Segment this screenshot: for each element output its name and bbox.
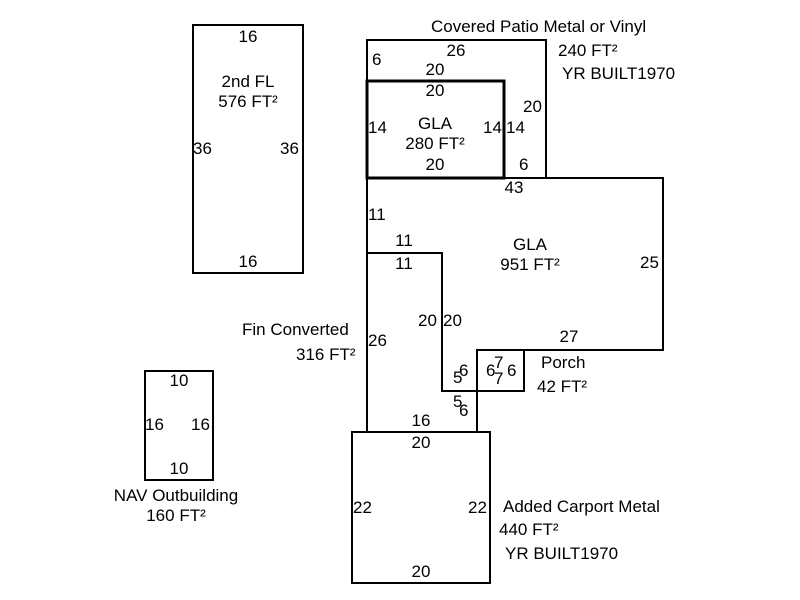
covered-patio-outline <box>366 39 547 178</box>
nav-outbuilding-outline <box>144 370 214 481</box>
gla-main-dim-bottom: 27 <box>559 327 579 346</box>
second-floor-dim-right: 36 <box>280 139 299 158</box>
covered-patio-dim-bottom: 6 <box>519 155 529 174</box>
carport-outline <box>351 431 491 584</box>
nav-dim-bottom: 10 <box>169 459 189 478</box>
gla-main-dim-left: 11 <box>368 205 386 224</box>
fin-converted-name: Fin Converted <box>242 320 349 339</box>
second-floor-label: 2nd FL 576 FT² <box>218 72 278 112</box>
second-floor-name: 2nd FL <box>221 72 275 91</box>
porch-name: Porch <box>541 353 586 372</box>
porch-size: 42 FT² <box>537 377 588 396</box>
second-floor-dim-left: 36 <box>193 139 212 158</box>
nav-outbuilding-size: 160 FT² <box>146 506 206 525</box>
carport-dim-left: 22 <box>353 498 372 517</box>
porch-dim-bottom: 7 <box>494 369 504 388</box>
nav-dim-top: 10 <box>169 371 189 390</box>
gla-main-label: GLA 951 FT² <box>500 235 560 275</box>
gla-small-dim-bottom: 20 <box>425 155 445 174</box>
carport-dim-top: 20 <box>411 433 431 452</box>
carport-year: YR BUILT1970 <box>505 544 619 563</box>
covered-patio-dim-inner-right: 14 <box>506 118 525 137</box>
carport-name: Added Carport Metal <box>503 497 660 516</box>
nav-outbuilding-name: NAV Outbuilding <box>113 486 239 505</box>
nav-dim-left: 16 <box>145 415 164 434</box>
fin-converted-size: 316 FT² <box>296 345 356 364</box>
porch-dim-left: 6 <box>486 361 496 380</box>
second-floor-outline <box>192 24 304 274</box>
carport-size: 440 FT² <box>499 520 559 539</box>
gla-main-dim-porch-inner: 5 <box>453 392 463 411</box>
gla-small-dim-right: 14 <box>483 118 502 137</box>
fin-converted-interior-wall <box>367 252 477 392</box>
carport-dim-right: 22 <box>468 498 487 517</box>
nav-dim-right: 16 <box>191 415 210 434</box>
gla-small-size: 280 FT² <box>405 134 465 153</box>
second-floor-dim-bottom: 16 <box>238 252 258 271</box>
second-floor-size: 576 FT² <box>218 92 278 111</box>
gla-main-name: GLA <box>512 235 548 254</box>
fin-converted-dim-top: 11 <box>395 254 413 273</box>
gla-main-dim-right: 25 <box>640 253 659 272</box>
fin-converted-dim-step: 5 <box>453 368 463 387</box>
gla-main-outline <box>367 177 664 351</box>
porch-outline <box>476 349 525 392</box>
gla-small-dim-top: 20 <box>425 81 445 100</box>
covered-patio-dim-top: 26 <box>446 41 466 60</box>
covered-patio-dim-right: 20 <box>523 97 542 116</box>
covered-patio-dim-inner-top: 20 <box>425 60 445 79</box>
covered-patio-dim-left: 6 <box>372 50 382 69</box>
gla-main-dim-step-inner: 20 <box>443 311 462 330</box>
fin-converted-dim-step-side: 6 <box>459 401 469 420</box>
gla-main-dim-porch-side: 6 <box>459 361 469 380</box>
gla-small-name: GLA <box>417 114 453 133</box>
gla-small-dim-left: 14 <box>368 118 387 137</box>
gla-main-size: 951 FT² <box>500 255 560 274</box>
fin-converted-dim-right: 20 <box>418 311 437 330</box>
covered-patio-year: YR BUILT1970 <box>562 64 676 83</box>
gla-main-dim-top: 43 <box>504 178 524 197</box>
fin-converted-dim-left: 26 <box>368 331 387 350</box>
gla-small-label: GLA 280 FT² <box>405 114 465 154</box>
second-floor-dim-top: 16 <box>238 27 258 46</box>
carport-dim-bottom: 20 <box>411 562 431 581</box>
gla-main-dim-step-top: 11 <box>395 231 413 250</box>
covered-patio-name: Covered Patio Metal or Vinyl <box>431 17 647 36</box>
porch-dim-right: 6 <box>507 361 517 380</box>
porch-dim-top: 7 <box>494 353 504 372</box>
covered-patio-size: 240 FT² <box>558 41 618 60</box>
nav-outbuilding-label: NAV Outbuilding 160 FT² <box>114 486 238 526</box>
fin-converted-dim-bottom: 16 <box>411 411 431 430</box>
